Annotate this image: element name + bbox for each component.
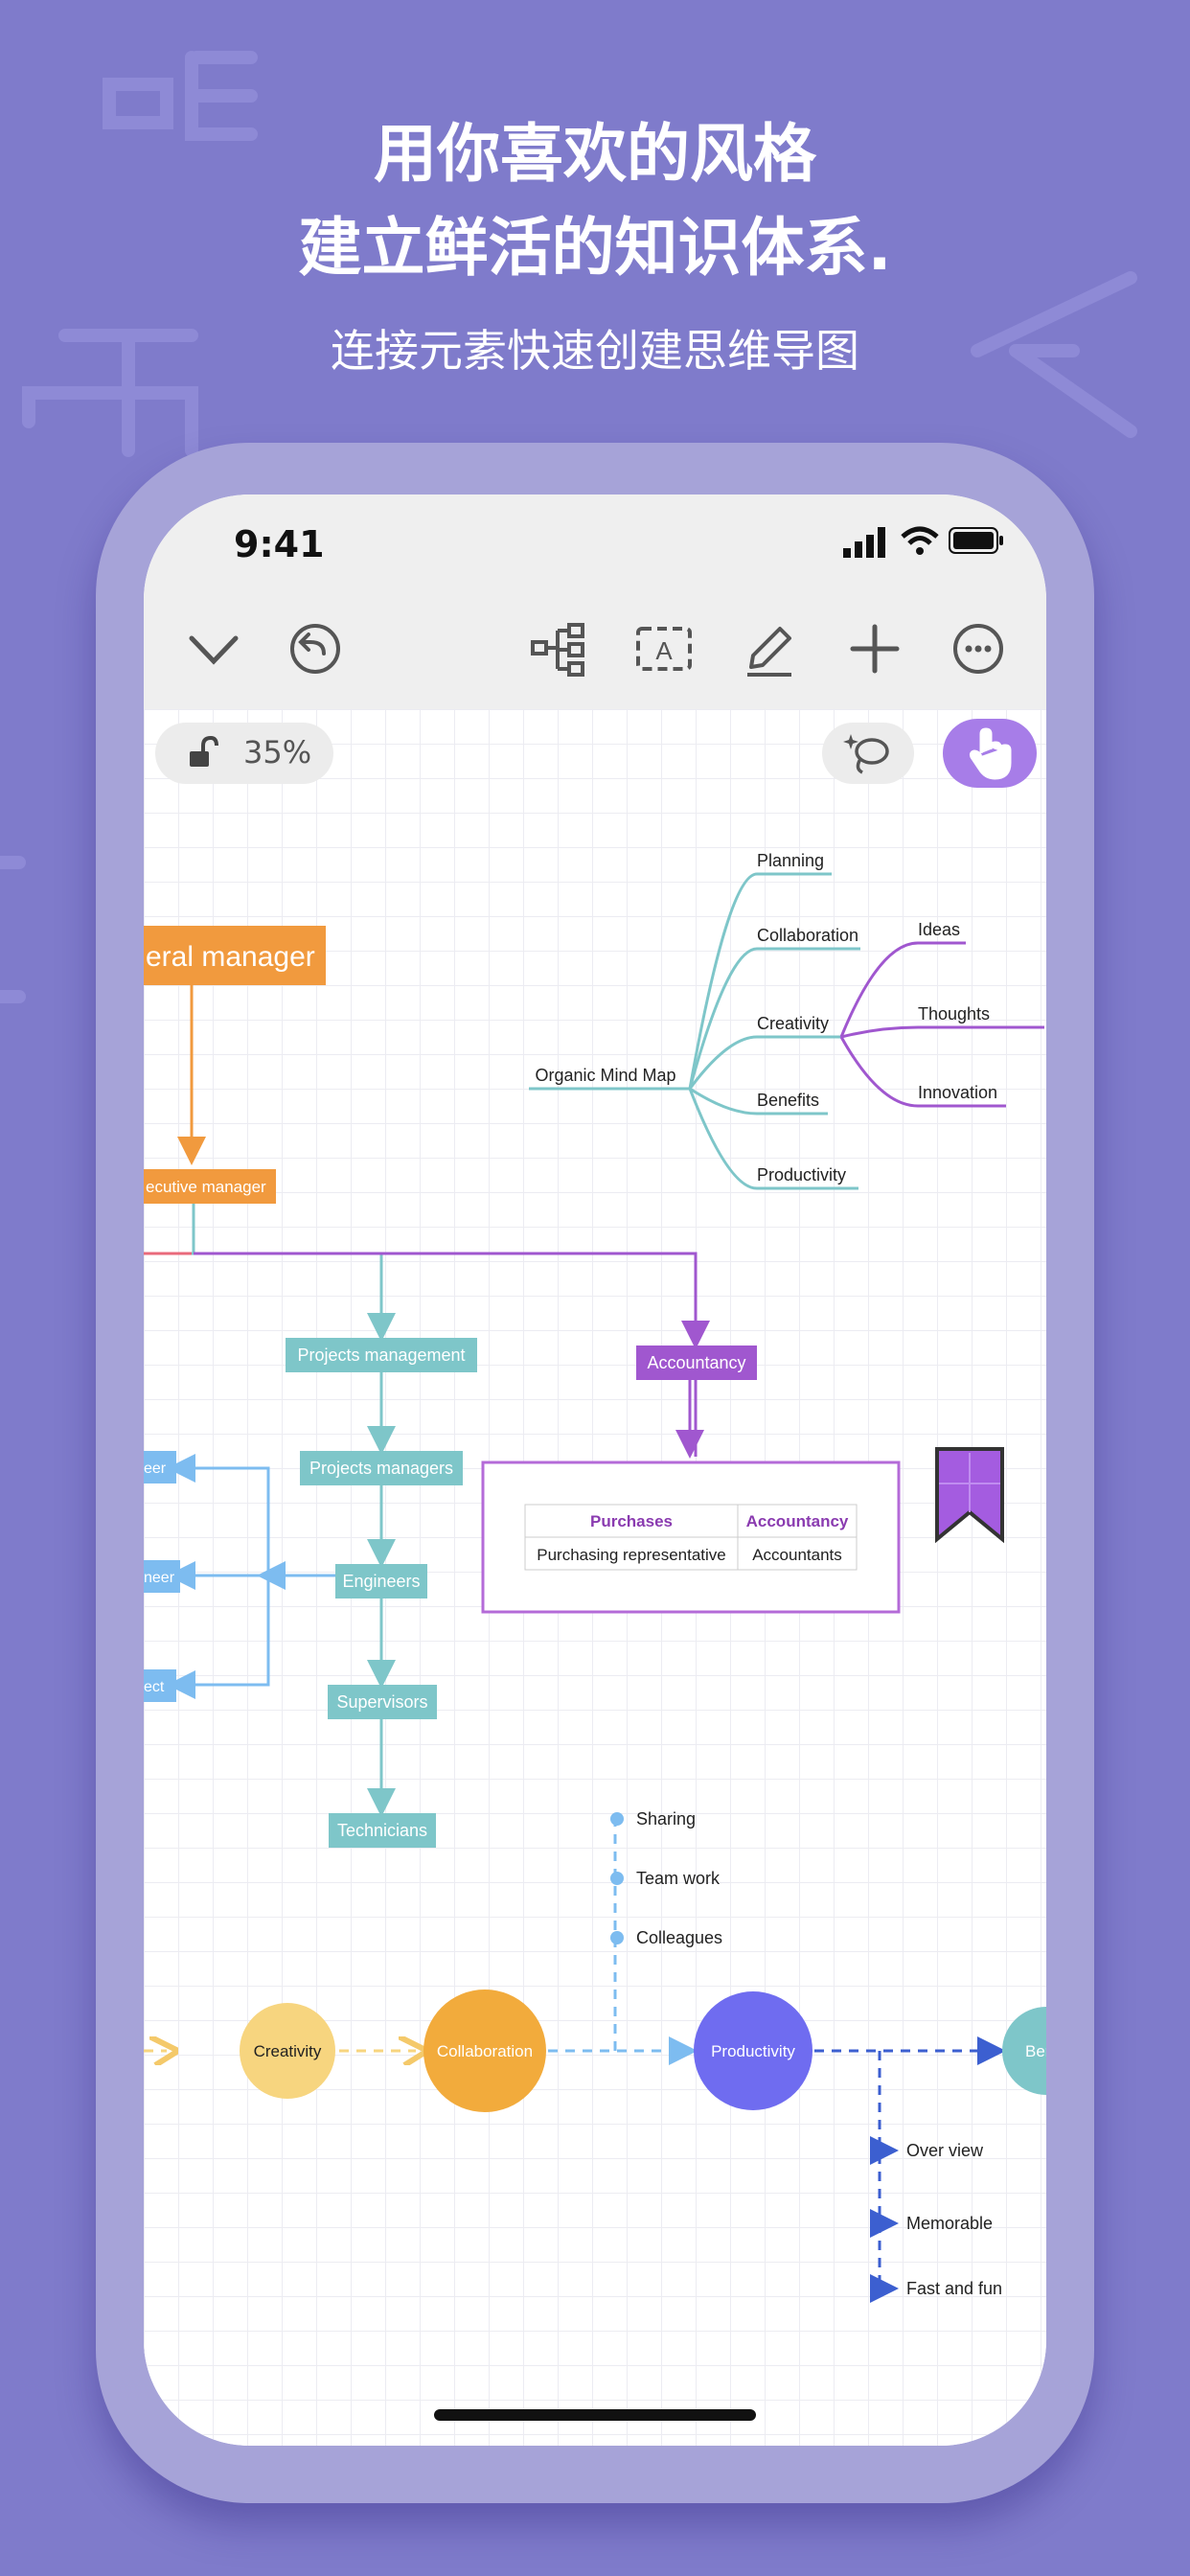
mindmap-branch-line — [688, 1035, 841, 1090]
flow-item-label[interactable]: Fast and fun — [906, 2279, 1002, 2298]
flow-node-label: Collaboration — [437, 2042, 533, 2060]
promo-subtitle: 连接元素快速创建思维导图 — [331, 325, 859, 377]
mindmap-branch-line — [688, 1088, 858, 1190]
flow-item-dot — [610, 1872, 624, 1885]
bookmark-icon[interactable] — [935, 1447, 1004, 1544]
status-bar: 9:41 — [144, 494, 1046, 590]
flow-node[interactable] — [694, 1991, 812, 2110]
mindmap-subbranch-line — [839, 941, 966, 1038]
org-node-projects-managers[interactable] — [300, 1451, 463, 1485]
flow-item-label[interactable]: Memorable — [906, 2214, 993, 2233]
hand-pointer-icon — [969, 727, 1012, 780]
text-box-icon[interactable]: A — [630, 615, 698, 682]
org-node-technicians-label: Technicians — [337, 1821, 427, 1840]
org-node-left-3-label: ect — [144, 1679, 165, 1695]
flow-item-dot — [610, 1931, 624, 1944]
status-time: 9:41 — [234, 523, 325, 565]
mindmap-branch-label[interactable]: Productivity — [757, 1165, 846, 1184]
org-node-left-3[interactable] — [144, 1669, 176, 1702]
promo-title-line2: 建立鲜活的知识体系. — [298, 211, 892, 285]
mindmap-branch-label[interactable]: Benefits — [757, 1091, 819, 1110]
home-indicator — [434, 2409, 756, 2421]
mindmap-subbranch-line — [839, 1036, 1006, 1108]
mindmap-branch-line — [688, 872, 832, 1090]
phone-screen: 9:41 — [144, 494, 1046, 2446]
org-node-left-1[interactable] — [144, 1451, 176, 1484]
org-node-accountancy[interactable] — [636, 1346, 757, 1380]
organic-mind-map: Organic Mind Map PlanningCollaborationCre… — [529, 851, 1044, 1190]
battery-icon — [949, 527, 1003, 554]
diagram: eral manager ecutive manager Projects ma… — [144, 851, 1046, 2303]
mindmap-root-label[interactable]: Organic Mind Map — [535, 1066, 675, 1085]
org-node-left-1-label: eer — [144, 1460, 167, 1477]
mindmap-canvas[interactable]: 35% — [144, 709, 1046, 2446]
unlock-icon[interactable] — [184, 734, 222, 772]
chevron-down-icon[interactable] — [180, 615, 247, 682]
flow-node-label: Productivity — [711, 2042, 795, 2060]
signal-icon — [843, 527, 885, 558]
table-header-accountancy: Accountancy — [746, 1512, 849, 1530]
accountancy-table: Purchases Accountancy Purchasing represe… — [524, 1504, 858, 1571]
svg-text:A: A — [655, 636, 673, 665]
org-node-projects-management-label: Projects management — [297, 1346, 465, 1365]
mindmap-branch-line — [689, 1087, 828, 1116]
mindmap-subbranch-label[interactable]: Thoughts — [918, 1004, 990, 1024]
mindmap-subbranch-label[interactable]: Innovation — [918, 1083, 997, 1102]
table-cell-accountants: Accountants — [752, 1546, 842, 1564]
flow-node-label: Bene — [1025, 2042, 1046, 2060]
magic-lasso-icon — [843, 734, 889, 774]
org-node-engineers[interactable] — [335, 1564, 427, 1598]
zoom-level: 35% — [243, 734, 312, 770]
table-cell-purchasing: Purchasing representative — [537, 1546, 726, 1564]
org-node-executive-manager-label: ecutive manager — [146, 1178, 266, 1196]
org-node-executive-manager[interactable] — [144, 1169, 276, 1204]
flow-item-label[interactable]: Colleagues — [636, 1928, 722, 1947]
touch-mode-button[interactable] — [943, 719, 1037, 788]
org-node-supervisors-label: Supervisors — [336, 1692, 427, 1712]
flow-node[interactable] — [1002, 2007, 1046, 2095]
mindmap-layout-icon[interactable] — [525, 615, 592, 682]
zoom-lock-control[interactable]: 35% — [155, 723, 333, 784]
org-node-left-2[interactable] — [144, 1560, 180, 1593]
flow-item-label[interactable]: Over view — [906, 2141, 984, 2160]
flow-node-label: Creativity — [254, 2042, 322, 2060]
mindmap-subbranch-line — [840, 1025, 1044, 1039]
flow-node[interactable] — [423, 1990, 546, 2112]
ai-lasso-button[interactable] — [822, 723, 914, 784]
org-node-left-2-label: neer — [144, 1570, 175, 1586]
org-node-accountancy-label: Accountancy — [647, 1353, 745, 1372]
plus-icon[interactable] — [841, 615, 908, 682]
wifi-icon — [901, 526, 939, 555]
org-node-projects-managers-label: Projects managers — [309, 1459, 453, 1478]
undo-icon[interactable] — [282, 615, 349, 682]
promo-title-line1: 用你喜欢的风格 — [374, 117, 816, 191]
org-node-projects-management[interactable] — [286, 1338, 477, 1372]
org-node-supervisors[interactable] — [328, 1685, 437, 1719]
mindmap-branch-label[interactable]: Collaboration — [757, 926, 858, 945]
mindmap-subbranch-label[interactable]: Ideas — [918, 920, 960, 939]
table-header-purchases: Purchases — [590, 1512, 673, 1530]
flow-item-label[interactable]: Team work — [636, 1869, 721, 1888]
more-icon[interactable] — [945, 615, 1012, 682]
mindmap-branch-label[interactable]: Creativity — [757, 1014, 829, 1033]
org-node-general-manager-label: eral manager — [146, 941, 315, 973]
org-node-engineers-label: Engineers — [342, 1572, 420, 1591]
flow-item-label[interactable]: Sharing — [636, 1809, 696, 1828]
toolbar: A — [144, 590, 1046, 709]
org-node-technicians[interactable] — [329, 1813, 436, 1848]
flow-item-dot — [610, 1812, 624, 1826]
mindmap-branch-label[interactable]: Planning — [757, 851, 824, 870]
flow-node[interactable] — [240, 2003, 335, 2099]
promo-title: 用你喜欢的风格 建立鲜活的知识体系. — [0, 107, 1190, 295]
mindmap-branch-line — [688, 947, 860, 1090]
pencil-icon[interactable] — [736, 615, 803, 682]
org-node-general-manager[interactable] — [144, 926, 326, 985]
